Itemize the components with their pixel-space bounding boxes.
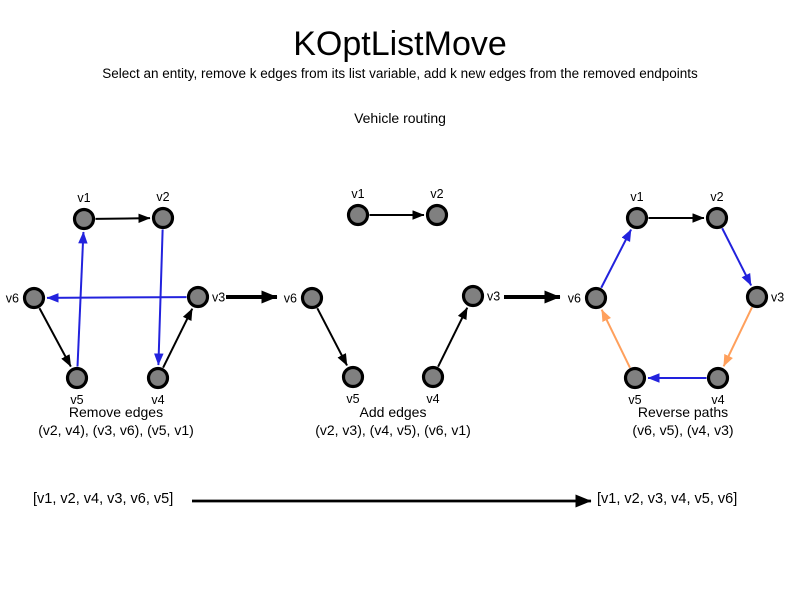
edge-v3-v6 xyxy=(46,293,187,303)
node-label-v4: v4 xyxy=(711,393,724,407)
edge-v4-v3 xyxy=(162,308,194,369)
edge-v5-v6 xyxy=(600,309,631,369)
node-label-v1: v1 xyxy=(630,190,643,204)
node-v6 xyxy=(300,286,324,310)
edge-v6-v1 xyxy=(600,229,632,289)
node-label-v4: v4 xyxy=(151,393,164,407)
node-label-v5: v5 xyxy=(628,393,641,407)
node-label-v2: v2 xyxy=(710,190,723,204)
node-label-v5: v5 xyxy=(70,393,83,407)
route-list-after: [v1, v2, v3, v4, v5, v6] xyxy=(597,491,738,507)
node-label-v6: v6 xyxy=(6,292,19,306)
remove-edges-caption: Remove edges xyxy=(69,404,163,420)
node-v3 xyxy=(461,284,485,308)
node-v5 xyxy=(623,366,647,390)
node-v5 xyxy=(341,365,365,389)
reverse-paths-edge-list: (v6, v5), (v4, v3) xyxy=(632,422,733,438)
node-label-v1: v1 xyxy=(351,187,364,201)
node-v2 xyxy=(151,206,175,230)
node-label-v1: v1 xyxy=(77,191,90,205)
edge-v5-v1 xyxy=(76,231,88,367)
context-label: Vehicle routing xyxy=(354,110,446,126)
node-v3 xyxy=(186,285,210,309)
node-v4 xyxy=(146,366,170,390)
node-label-v2: v2 xyxy=(156,190,169,204)
node-v1 xyxy=(346,203,370,227)
edge-v6-v5 xyxy=(38,307,72,368)
node-v6 xyxy=(22,286,46,310)
node-label-v4: v4 xyxy=(426,392,439,406)
node-label-v6: v6 xyxy=(284,292,297,306)
reverse-paths-caption: Reverse paths xyxy=(638,404,728,420)
add-edges-caption: Add edges xyxy=(360,404,427,420)
route-list-before: [v1, v2, v4, v3, v6, v5] xyxy=(33,491,174,507)
add-edges-edge-list: (v2, v3), (v4, v5), (v6, v1) xyxy=(315,422,471,438)
edge-v2-v3 xyxy=(721,227,753,286)
node-v6 xyxy=(584,286,608,310)
node-label-v6: v6 xyxy=(568,292,581,306)
node-v2 xyxy=(425,203,449,227)
node-v1 xyxy=(72,207,96,231)
remove-edges-edge-list: (v2, v4), (v3, v6), (v5, v1) xyxy=(38,422,194,438)
node-label-v2: v2 xyxy=(430,187,443,201)
node-v1 xyxy=(625,206,649,230)
edge-v4-v3 xyxy=(437,307,469,368)
edge-v6-v5 xyxy=(316,307,348,366)
node-label-v3: v3 xyxy=(212,291,225,305)
page-title: KOptListMove xyxy=(293,25,507,63)
node-label-v5: v5 xyxy=(346,392,359,406)
edge-v1-v2 xyxy=(95,213,151,224)
node-label-v3: v3 xyxy=(771,291,784,305)
edge-v3-v4 xyxy=(722,306,753,367)
subtitle: Select an entity, remove k edges from it… xyxy=(102,66,698,81)
node-label-v3: v3 xyxy=(487,290,500,304)
node-v4 xyxy=(421,365,445,389)
node-v2 xyxy=(705,206,729,230)
node-v5 xyxy=(65,366,89,390)
node-v4 xyxy=(706,366,730,390)
node-v3 xyxy=(745,285,769,309)
